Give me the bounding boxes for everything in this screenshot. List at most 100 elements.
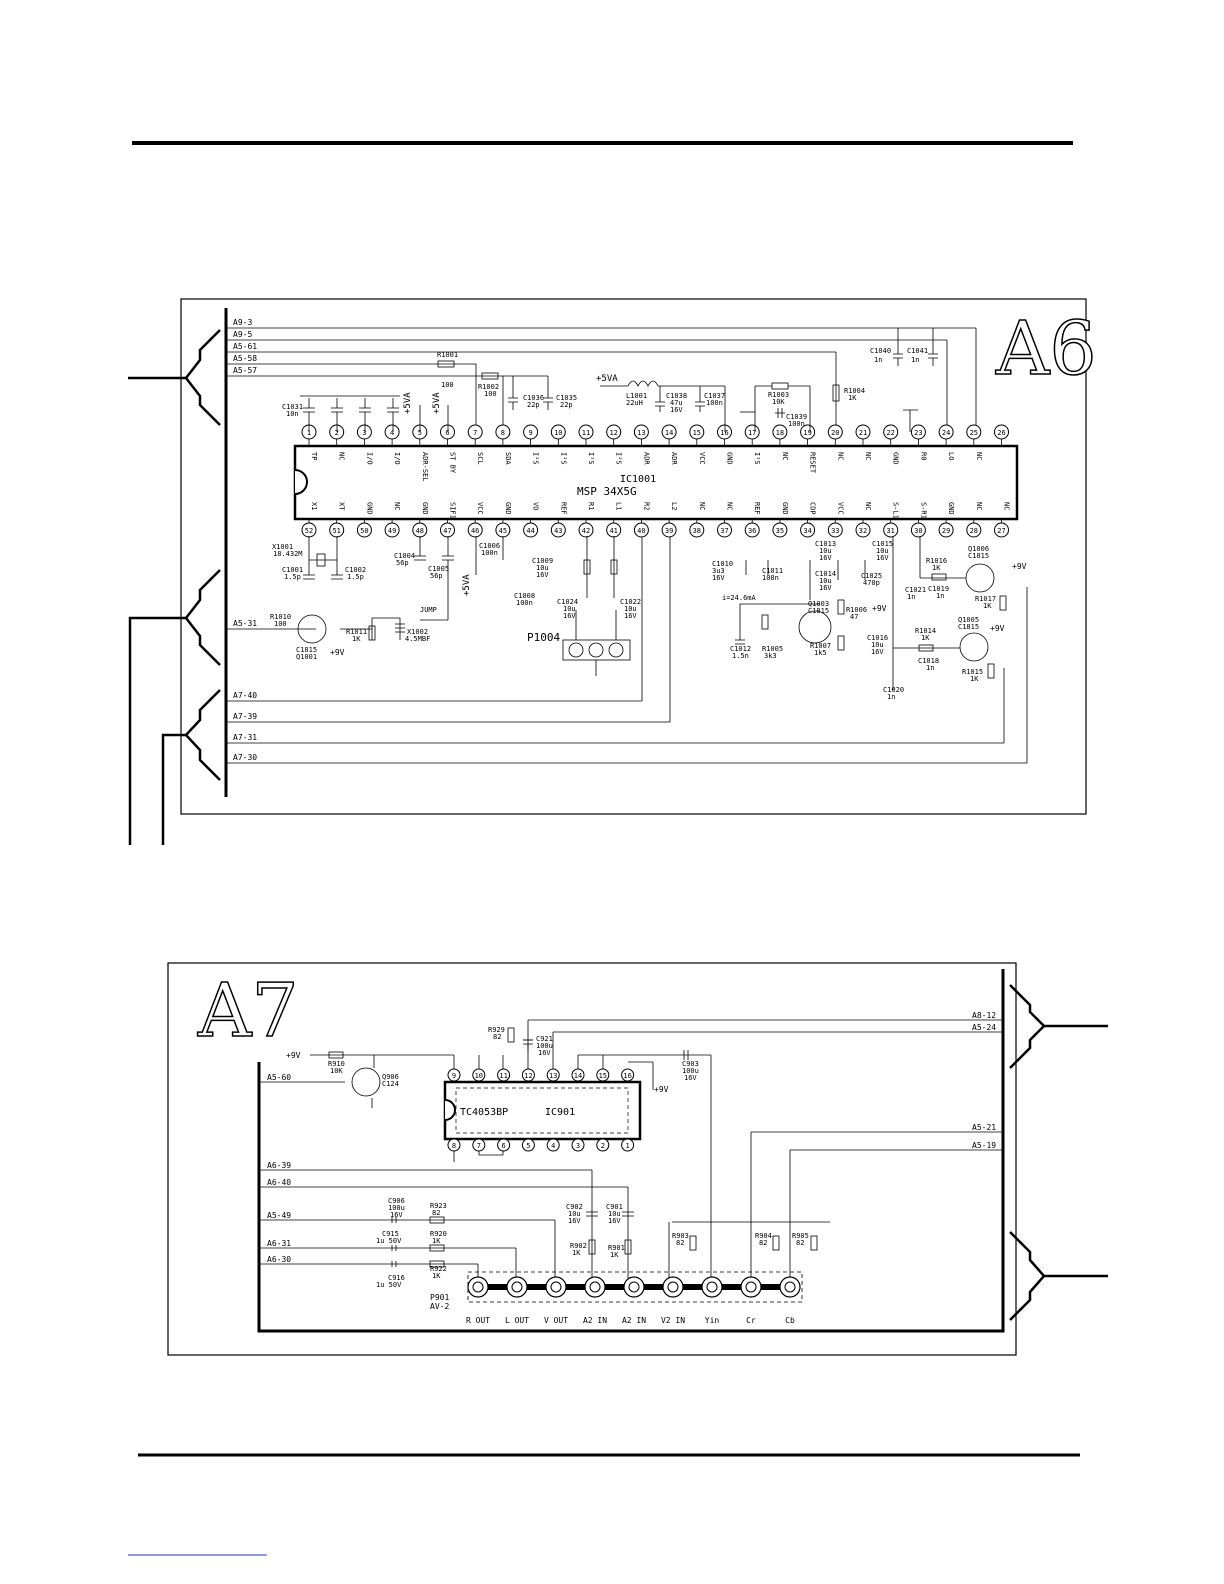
svg-text:C1020: C1020 [883, 686, 904, 694]
a6-bottom-pin-label: L2 [670, 502, 678, 510]
svg-text:82: 82 [493, 1033, 501, 1041]
a6-bottom-pin-label: VD [532, 502, 540, 510]
a7-bottom-pin-number: 2 [601, 1142, 605, 1150]
a6-bottom-pin-label: R2 [642, 502, 650, 510]
a6-bottom-pin-label: NC [1003, 502, 1011, 510]
svg-text:R922: R922 [430, 1265, 447, 1273]
a6-bottom-pin [800, 522, 816, 538]
svg-text:R920: R920 [430, 1230, 447, 1238]
svg-text:100: 100 [274, 620, 287, 628]
a7-input-3: A5-49 [267, 1211, 291, 1220]
svg-text:C1815: C1815 [968, 552, 989, 560]
svg-text:10n: 10n [286, 410, 299, 418]
a7-top-pin-number: 13 [549, 1072, 557, 1080]
a7-title: A7 [197, 968, 299, 1054]
svg-text:C1035: C1035 [556, 394, 577, 402]
a6-bottom-pin [827, 522, 843, 538]
svg-text:C1004: C1004 [394, 552, 415, 560]
a6-bottom-pin-label: GND [365, 502, 373, 515]
a7-output-3: A5-19 [972, 1141, 996, 1150]
svg-text:R902: R902 [570, 1242, 587, 1250]
svg-text:22uH: 22uH [626, 399, 643, 407]
svg-text:3u3: 3u3 [712, 567, 725, 575]
a6-bottom-pin [938, 522, 954, 538]
a7-input-1: A6-39 [267, 1161, 291, 1170]
a6-top-pin-label: I²S [615, 452, 623, 465]
svg-text:10K: 10K [330, 1067, 343, 1075]
a7-bottom-pin [472, 1138, 486, 1152]
a7-output-1: A5-24 [972, 1023, 996, 1032]
svg-text:R904: R904 [755, 1232, 772, 1240]
a6-input-2: A5-61 [233, 342, 257, 351]
svg-text:R1006: R1006 [846, 606, 867, 614]
svg-text:82: 82 [676, 1239, 684, 1247]
a6-bottom-pin-label: REF [753, 502, 761, 515]
svg-text:C1013: C1013 [815, 540, 836, 548]
svg-text:1K: 1K [970, 675, 979, 683]
svg-text:R1017: R1017 [975, 595, 996, 603]
a6-top-pin-number: 16 [720, 429, 728, 437]
a6-top-pin [633, 424, 649, 440]
a6-bottom-pin-label: NC [864, 502, 872, 510]
svg-text:R1016: R1016 [926, 557, 947, 565]
svg-text:X1002: X1002 [407, 628, 428, 636]
svg-text:16V: 16V [871, 648, 884, 656]
a6-top-pin-number: 19 [803, 429, 811, 437]
a6-top-pin-number: 1 [307, 429, 311, 437]
a6-bottom-pin-number: 45 [499, 527, 507, 535]
svg-text:i=24.6mA: i=24.6mA [722, 594, 757, 602]
svg-text:+9V: +9V [330, 648, 345, 657]
a6-title: A6 [995, 306, 1097, 392]
a7-top-pin-number: 9 [452, 1072, 456, 1080]
a6-bottom-pin-number: 31 [886, 527, 894, 535]
a7-bottom-pin-number: 5 [526, 1142, 530, 1150]
a6-bottom-pin-number: 43 [554, 527, 562, 535]
svg-text:Q906: Q906 [382, 1073, 399, 1081]
a6-bottom-pin-label: X1 [310, 502, 318, 510]
a6-top-pin-number: 20 [831, 429, 839, 437]
a6-bottom-pin [356, 522, 372, 538]
svg-text:1n: 1n [874, 356, 882, 364]
a7-input-0: A5-60 [267, 1073, 291, 1082]
a7-components [328, 1027, 818, 1268]
svg-text:3k3: 3k3 [764, 652, 777, 660]
a6-bottom-pin-number: 35 [776, 527, 784, 535]
a6-top-pin [938, 424, 954, 440]
svg-text:C1815: C1815 [296, 646, 317, 654]
a6-bottom-pin-label: NC [393, 502, 401, 510]
svg-text:C1019: C1019 [928, 585, 949, 593]
a6-top-pin-number: 3 [362, 429, 366, 437]
a6-bottom-pin-number: 27 [997, 527, 1005, 535]
svg-text:C1011: C1011 [762, 567, 783, 575]
svg-text:C1001: C1001 [282, 566, 303, 574]
svg-text:1k5: 1k5 [814, 649, 827, 657]
svg-text:C1008: C1008 [514, 592, 535, 600]
a6-input-8: A7-31 [233, 733, 257, 742]
svg-text:10u: 10u [876, 547, 889, 555]
a6-top-pin-label: NC [864, 452, 872, 460]
a6-top-pin [800, 424, 816, 440]
a7-top-pin-number: 15 [599, 1072, 607, 1080]
a6-top-pin-number: 2 [335, 429, 339, 437]
svg-text:C1005: C1005 [428, 565, 449, 573]
a6-top-pin-number: 13 [637, 429, 645, 437]
a6-bottom-pin-number: 34 [803, 527, 811, 535]
a6-top-pin [717, 424, 732, 440]
a7-top-pin [447, 1068, 461, 1082]
a6-bottom-pin-number: 32 [859, 527, 867, 535]
a7-top-pin-number: 14 [574, 1072, 582, 1080]
svg-text:R903: R903 [672, 1232, 689, 1240]
a7-ic-ref: IC901 [545, 1107, 575, 1118]
a7-bottom-pin [521, 1138, 535, 1152]
svg-text:10K: 10K [772, 398, 785, 406]
a6-bottom-pin-number: 33 [831, 527, 839, 535]
a6-bottom-pin-number: 50 [360, 527, 368, 535]
svg-text:100n: 100n [788, 420, 805, 428]
a6-top-pin [523, 424, 539, 440]
a6-bottom-pin [661, 522, 677, 538]
a6-top-pin-number: 14 [665, 429, 673, 437]
svg-text:C916: C916 [388, 1274, 405, 1282]
svg-text:470p: 470p [863, 579, 880, 587]
svg-text:100: 100 [441, 381, 454, 389]
a6-bottom-pin-label: SIF1 [449, 502, 457, 519]
